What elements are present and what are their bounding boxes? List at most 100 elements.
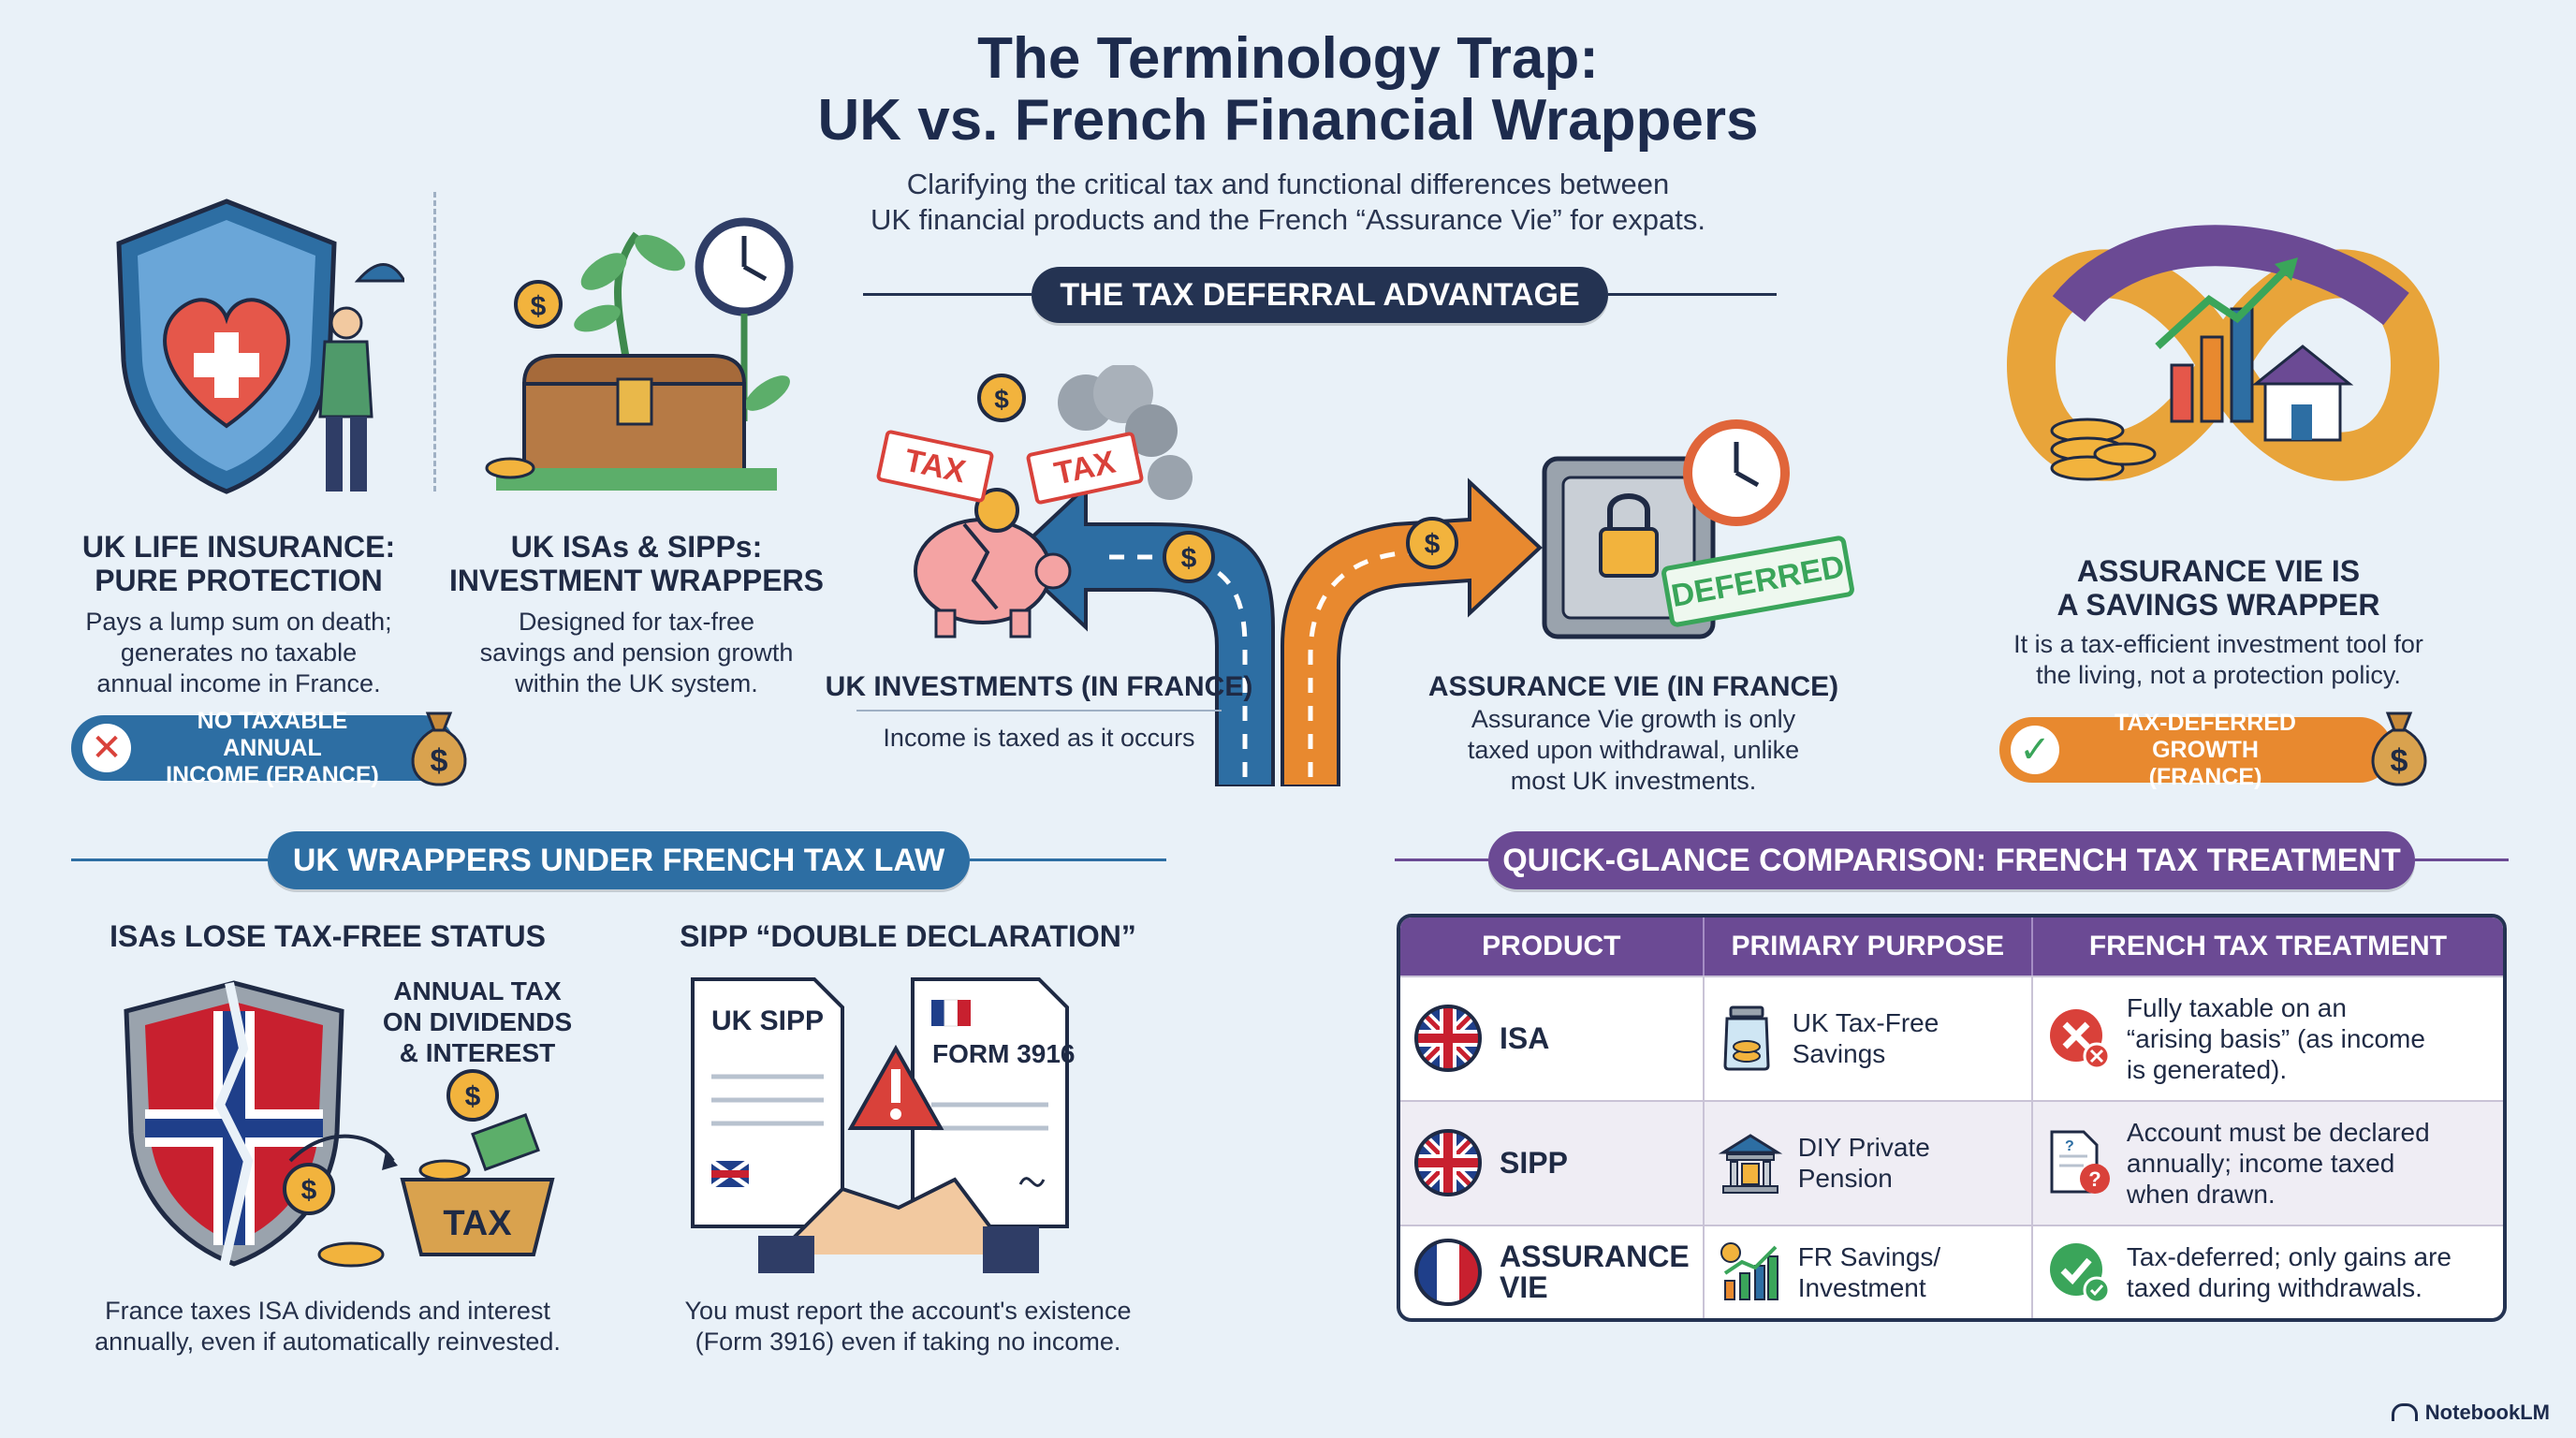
text-line: VIE: [1500, 1269, 1548, 1304]
text-line: Savings: [1792, 1039, 1886, 1069]
text-line: taxed during withdrawals.: [2126, 1272, 2422, 1302]
tax-deferral-banner: THE TAX DEFERRAL ADVANTAGE: [1032, 267, 1608, 323]
badge-line: TAX-DEFERRED GROWTH: [2115, 709, 2296, 763]
treatment-cell: ? ? Account must be declared annually; i…: [2032, 1099, 2503, 1225]
body-line: the living, not a protection policy.: [2036, 661, 2401, 689]
text-line: Tax-deferred; only gains are: [2126, 1241, 2452, 1271]
comparison-table: PRODUCT PRIMARY PURPOSE FRENCH TAX TREAT…: [1397, 914, 2507, 1322]
treatment-text: Account must be declared annually; incom…: [2127, 1117, 2430, 1210]
text-line: Pension: [1797, 1164, 1893, 1194]
title-line-1: The Terminology Trap:: [977, 26, 1599, 91]
infinity-savings-icon: [2006, 225, 2440, 481]
uk-sipp-doc-label: UK SIPP: [711, 1005, 825, 1036]
brand-text: NotebookLM: [2424, 1401, 2550, 1424]
purpose-cell: UK Tax-Free Savings: [1704, 976, 2033, 1100]
rule: [2415, 858, 2509, 861]
body-line: annually, even if automatically reinvest…: [95, 1328, 561, 1356]
svg-text:$: $: [431, 743, 448, 779]
label-line: & INTEREST: [399, 1038, 556, 1067]
svg-text:?: ?: [2088, 1167, 2100, 1191]
assurance-vie-heading: ASSURANCE VIE (IN FRANCE): [1427, 671, 1839, 702]
uk-flag-icon: [1414, 1129, 1482, 1197]
badge-line: NO TAXABLE ANNUAL: [197, 707, 348, 761]
treatment-text: Fully taxable on an “arising basis” (as …: [2127, 992, 2425, 1085]
france-flag-icon: [1414, 1238, 1482, 1306]
body-line: most UK investments.: [1510, 767, 1757, 795]
body-line: annual income in France.: [96, 669, 381, 697]
badge-line: (FRANCE): [2148, 763, 2262, 790]
rule: [863, 293, 1032, 296]
body-line: It is a tax-efficient investment tool fo…: [2013, 630, 2423, 658]
subtitle-line-2: UK financial products and the French “As…: [871, 203, 1705, 236]
product-name: SIPP: [1500, 1145, 1568, 1180]
savings-jar-icon: [1723, 1005, 1770, 1071]
svg-text:$: $: [1425, 529, 1441, 560]
underline: [856, 710, 1222, 712]
heading-line: ASSURANCE VIE IS: [2076, 554, 2361, 588]
body-line: France taxes ISA dividends and interest: [105, 1297, 550, 1325]
product-cell: SIPP: [1400, 1099, 1705, 1225]
growth-chart-icon: [1720, 1241, 1778, 1300]
text-line: annually; income taxed: [2126, 1148, 2395, 1178]
notebooklm-brand: NotebookLM: [2391, 1401, 2550, 1425]
notebooklm-logo-icon: [2391, 1403, 2418, 1421]
isa-heading: ISAs LOSE TAX-FREE STATUS: [110, 919, 546, 953]
svg-text:$: $: [2391, 743, 2408, 779]
product-name: ASSURANCE VIE: [1500, 1239, 1690, 1304]
red-x-icon: [2049, 1009, 2111, 1070]
text-line: Account must be declared: [2126, 1117, 2430, 1147]
diverging-paths-illustration: $ $ $: [914, 365, 1790, 786]
purpose-cell: DIY Private Pension: [1704, 1099, 2033, 1225]
table-header-row: PRODUCT PRIMARY PURPOSE FRENCH TAX TREAT…: [1400, 917, 2503, 976]
tax-basket-label: TAX: [443, 1204, 512, 1243]
label-line: ON DIVIDENDS: [382, 1007, 573, 1036]
page-title: The Terminology Trap: UK vs. French Fina…: [0, 28, 2576, 152]
body-line: generates no taxable: [120, 638, 358, 667]
body-line: within the UK system.: [515, 669, 758, 697]
svg-text:$: $: [1181, 543, 1197, 574]
svg-text:$: $: [994, 385, 1009, 414]
isas-sipps-heading: UK ISAs & SIPPs: INVESTMENT WRAPPERS: [440, 530, 833, 597]
green-check-icon: [2049, 1242, 2111, 1304]
treatment-text: Tax-deferred; only gains are taxed durin…: [2127, 1241, 2452, 1303]
assurance-vie-body: Assurance Vie growth is only taxed upon …: [1423, 704, 1844, 797]
text-line: ASSURANCE: [1500, 1239, 1690, 1273]
sipp-heading: SIPP “DOUBLE DECLARATION”: [680, 919, 1136, 953]
text-line: UK Tax-Free: [1792, 1008, 1939, 1038]
money-bag-icon: $: [411, 712, 467, 786]
body-line: (Form 3916) even if taking no income.: [695, 1328, 1121, 1356]
document-question-icon: ? ?: [2050, 1130, 2110, 1195]
body-line: taxed upon withdrawal, unlike: [1467, 736, 1800, 764]
heading-line: UK ISAs & SIPPs:: [510, 530, 763, 564]
heading-line: INVESTMENT WRAPPERS: [448, 564, 825, 597]
rule: [1395, 858, 1488, 861]
text-line: “arising basis” (as income: [2126, 1023, 2425, 1053]
rule: [1608, 293, 1777, 296]
assurance-vie-wrapper-heading: ASSURANCE VIE IS A SAVINGS WRAPPER: [1984, 554, 2452, 622]
purpose-text: DIY Private Pension: [1798, 1132, 1930, 1194]
rule: [970, 858, 1166, 861]
text-line: when drawn.: [2126, 1179, 2276, 1209]
text-line: is generated).: [2126, 1054, 2288, 1084]
money-bag-icon: $: [2371, 712, 2427, 786]
form-3916-doc-label: FORM 3916: [932, 1039, 1076, 1068]
column-header: PRODUCT: [1400, 917, 1705, 976]
text-line: DIY Private: [1797, 1133, 1930, 1163]
badge-text: NO TAXABLE ANNUAL INCOME (FRANCE): [146, 708, 455, 789]
treasure-chest-icon: $: [485, 217, 794, 491]
x-mark-icon: ✕: [82, 724, 131, 772]
svg-text:$: $: [301, 1175, 317, 1206]
body-line: Assurance Vie growth is only: [1471, 705, 1796, 733]
isas-sipps-body: Designed for tax-free savings and pensio…: [440, 607, 833, 699]
body-line: You must report the account's existence: [684, 1297, 1132, 1325]
purpose-cell: FR Savings/ Investment: [1704, 1224, 2033, 1318]
table-row: SIPP DIY Private Pension: [1400, 1099, 2503, 1225]
label-line: ANNUAL TAX: [393, 976, 562, 1005]
assurance-vie-wrapper-body: It is a tax-efficient investment tool fo…: [1947, 629, 2490, 691]
tax-deferred-badge: ✓ TAX-DEFERRED GROWTH (FRANCE): [1999, 710, 2393, 790]
heading-line: UK LIFE INSURANCE:: [81, 530, 396, 564]
rule: [71, 858, 268, 861]
heading-line: A SAVINGS WRAPPER: [2056, 588, 2380, 622]
purpose-text: UK Tax-Free Savings: [1793, 1007, 1939, 1069]
body-line: savings and pension growth: [479, 638, 794, 667]
